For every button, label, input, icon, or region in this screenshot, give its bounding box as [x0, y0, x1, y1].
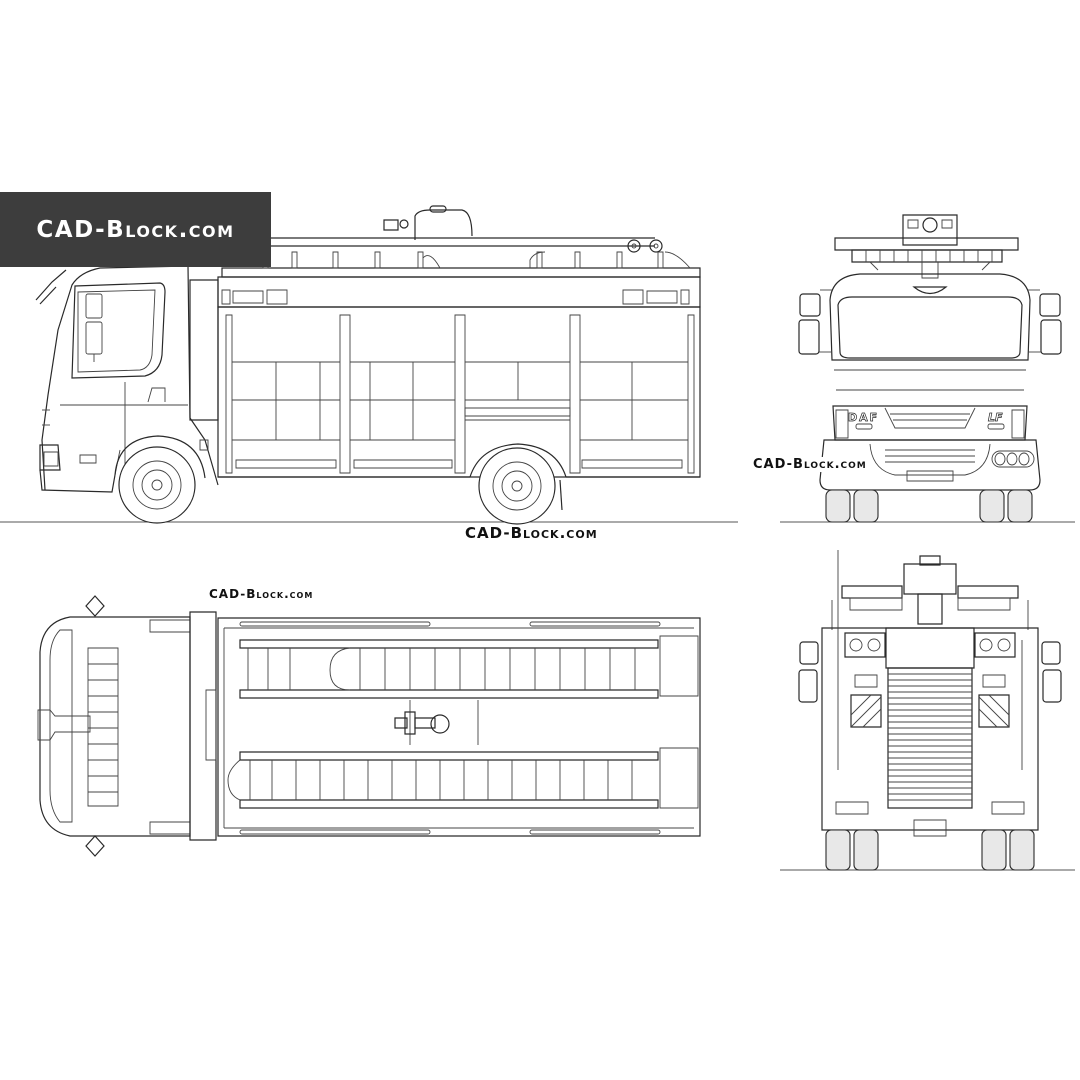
body-rear: [822, 550, 1038, 836]
watermark-side-view: CAD-Block.com: [465, 524, 598, 542]
tyres-rear: [826, 830, 1034, 870]
tyres-front: [826, 490, 1032, 522]
cab-top: [38, 596, 216, 856]
ladder-lower-top: [228, 636, 698, 808]
watermark-front-view: CAD-Block.com: [751, 457, 869, 472]
roof-equipment-rear: [832, 556, 1028, 630]
badge-make: DAF: [848, 411, 879, 424]
badge-model: LF: [988, 411, 1003, 424]
front-view-drawing: DAF LF: [780, 200, 1080, 530]
chevron-panel-left: [851, 695, 881, 727]
mirrors-rear: [799, 642, 1061, 702]
watermark-top-view: CAD-Block.com: [209, 587, 314, 601]
mirrors-front: [799, 290, 1061, 354]
side-rails-top: [240, 622, 660, 834]
cab-side: [36, 266, 218, 492]
rear-view-drawing: [780, 550, 1080, 880]
ladder-upper-top: [240, 640, 658, 698]
top-view-drawing: [30, 590, 710, 860]
roof-light-bar-front: [835, 215, 1018, 294]
body-side: [190, 277, 700, 510]
side-view-drawing: [0, 200, 740, 530]
roof-monitor-top: [395, 700, 478, 745]
locker-bottom-rails: [236, 460, 682, 468]
roller-shutter-slats: [888, 674, 972, 800]
brand-banner-text: CAD-Block.com: [36, 216, 235, 243]
front-wheel-side: [119, 447, 195, 523]
brand-banner: CAD-Block.com: [0, 192, 271, 267]
cab-front: [820, 274, 1040, 490]
locker-shelving: [232, 362, 688, 440]
roof-equipment-side: [222, 206, 700, 277]
rear-wheel-side: [479, 448, 555, 524]
chevron-panel-right: [979, 695, 1009, 727]
body-top: [218, 618, 700, 836]
locker-dividers: [226, 315, 694, 473]
